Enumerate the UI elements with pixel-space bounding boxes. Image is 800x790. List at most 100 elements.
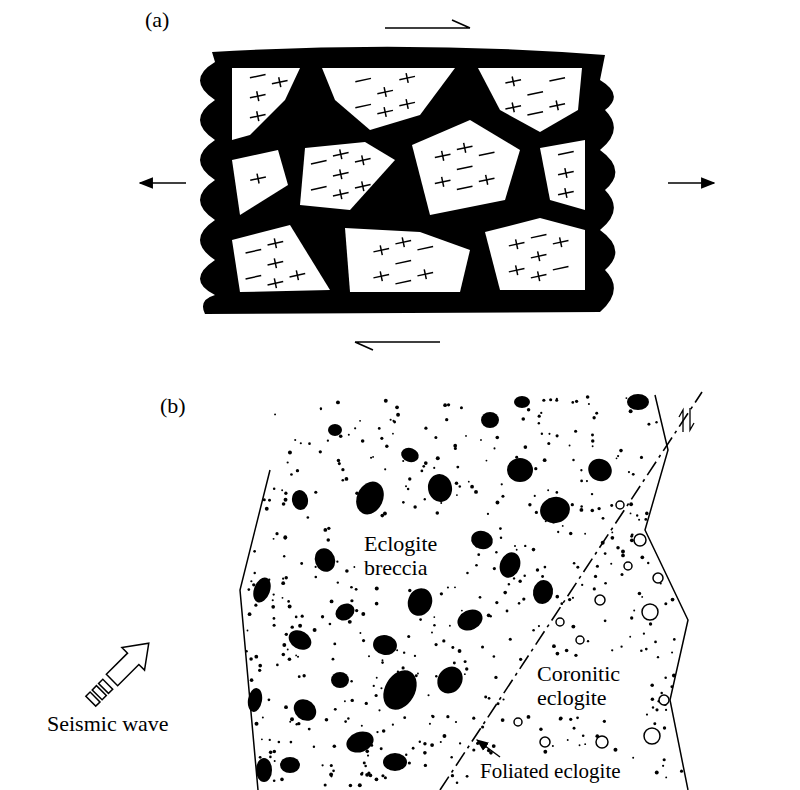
cross-symbol [416, 268, 434, 281]
matrix-dot [259, 756, 262, 759]
matrix-dot [572, 459, 574, 461]
matrix-dot [620, 646, 622, 648]
matrix-dot [662, 765, 664, 767]
matrix-dot [580, 505, 583, 508]
matrix-dot [254, 655, 258, 659]
matrix-dot [654, 641, 657, 644]
matrix-dot [298, 675, 301, 678]
matrix-dot [250, 580, 252, 582]
matrix-dot [384, 399, 388, 403]
matrix-dot [282, 597, 284, 599]
matrix-dot [629, 502, 633, 506]
cross-symbol [457, 166, 473, 169]
corona [624, 562, 632, 570]
eclogite-fragment [496, 549, 524, 580]
matrix-dot [271, 605, 275, 609]
matrix-dot [576, 566, 579, 569]
matrix-dot [502, 698, 504, 700]
matrix-dot [282, 643, 286, 647]
matrix-dot [287, 600, 290, 603]
matrix-dot [274, 760, 276, 762]
matrix-dot [569, 532, 572, 535]
cross-symbol [478, 173, 496, 186]
cross-symbol [434, 175, 452, 188]
eclogite-fragment [481, 412, 499, 428]
matrix-dot [247, 588, 250, 591]
matrix-dot [429, 723, 431, 725]
matrix-dot [419, 741, 421, 743]
matrix-dot [633, 609, 635, 611]
matrix-dot [273, 624, 276, 627]
matrix-dot [269, 756, 272, 759]
matrix-dot [636, 514, 638, 516]
matrix-dot [393, 421, 396, 424]
matrix-dot [671, 651, 673, 653]
cross-symbol [558, 151, 574, 154]
eclogite-fragment [404, 585, 436, 620]
eclogite-fragment [289, 695, 320, 726]
matrix-dot [579, 744, 581, 746]
matrix-dot [440, 592, 443, 595]
matrix-dot [513, 577, 515, 579]
matrix-dot [456, 781, 459, 784]
matrix-dot [543, 750, 547, 754]
matrix-dot [376, 731, 378, 733]
matrix-dot [547, 489, 549, 491]
matrix-dot [557, 531, 559, 533]
matrix-dot [451, 774, 454, 777]
matrix-dot [568, 598, 571, 601]
matrix-dot [434, 436, 437, 439]
matrix-dot [315, 566, 317, 568]
matrix-dot [535, 511, 538, 514]
matrix-dot [664, 602, 667, 605]
matrix-dot [295, 616, 298, 619]
matrix-dot [330, 764, 333, 767]
unit-label: Foliated eclogite [478, 760, 623, 783]
matrix-dot [625, 397, 627, 399]
matrix-dot [405, 753, 407, 755]
matrix-dot [591, 439, 594, 442]
matrix-dot [596, 565, 599, 568]
matrix-dot [547, 442, 550, 445]
matrix-dot [538, 625, 540, 627]
matrix-dot [373, 685, 375, 687]
breccia-fragments [246, 394, 649, 782]
cross-symbol [531, 235, 547, 238]
clast [232, 150, 288, 215]
cross-symbol [527, 92, 543, 95]
matrix-dot [402, 501, 405, 504]
matrix-dot [332, 658, 335, 661]
matrix-dot [329, 623, 332, 626]
matrix-dot [282, 653, 286, 657]
eclogite-fragment [246, 687, 264, 713]
matrix-dot [323, 528, 327, 532]
matrix-dot [528, 503, 531, 506]
matrix-dot [481, 645, 484, 648]
cross-symbol [553, 267, 569, 270]
matrix-dot [273, 487, 276, 490]
matrix-dot [354, 427, 356, 429]
matrix-dot [492, 744, 496, 748]
matrix-dot [649, 622, 652, 625]
matrix-dot [253, 550, 256, 553]
matrix-dot [497, 702, 500, 705]
eclogite-fragment [351, 477, 389, 519]
matrix-dot [586, 480, 588, 482]
matrix-dot [350, 680, 352, 682]
corona [616, 501, 624, 509]
matrix-dot [641, 596, 643, 598]
matrix-dot [336, 561, 338, 563]
matrix-dot [591, 434, 594, 437]
clast [540, 140, 585, 210]
matrix-dot [375, 602, 379, 606]
eclogite-fragment [531, 578, 555, 605]
matrix-dot [670, 685, 673, 688]
matrix-dot [481, 725, 484, 728]
matrix-dot [308, 442, 311, 445]
matrix-dot [320, 407, 322, 409]
matrix-dot [459, 485, 462, 488]
matrix-dot [273, 779, 276, 782]
matrix-dot [378, 427, 381, 430]
matrix-dot [408, 477, 411, 480]
